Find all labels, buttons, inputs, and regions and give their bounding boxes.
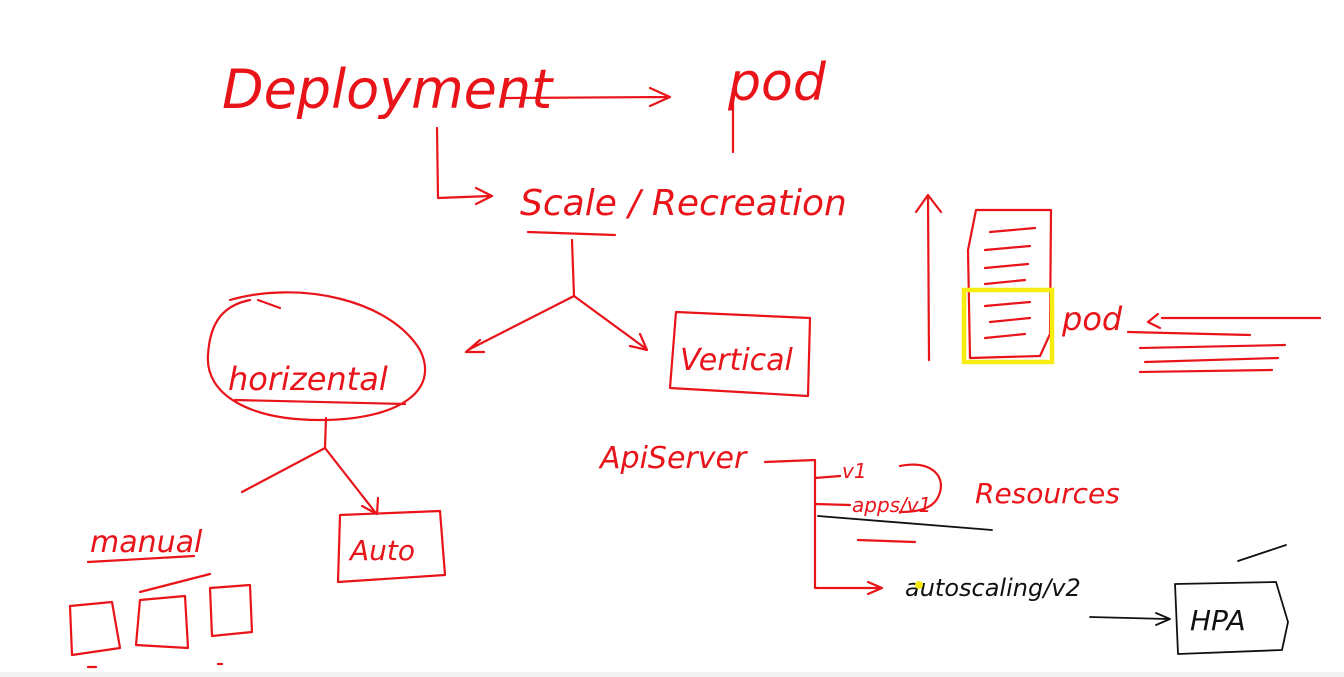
manual-pod-1 [68, 600, 122, 657]
apps-v1-label: apps/v1 [852, 493, 931, 517]
horizontal-underline [233, 398, 407, 406]
vertical-label: Vertical [680, 343, 794, 378]
horizontal-to-auto-arrow [323, 446, 380, 516]
horizontal-circle [206, 291, 427, 422]
apiserver-line [763, 458, 884, 596]
scale-up-arrow [914, 193, 943, 362]
auto-label: Auto [348, 534, 415, 567]
pod-right-label: pod [1061, 300, 1123, 338]
resources-label: Resources [975, 477, 1120, 510]
scale-label: Scale / Recreation [520, 183, 847, 224]
branch-to-vertical-arrow [572, 294, 649, 352]
deployment-to-scale-arrow [435, 126, 494, 206]
v1-label: v1 [842, 459, 867, 483]
vertical-box [668, 310, 812, 398]
horizontal-branch-stem [323, 416, 328, 450]
horizontal-to-manual-line [240, 446, 327, 494]
deployment-label: Deployment [222, 58, 554, 121]
scale-underline [526, 230, 617, 237]
incoming-requests [1126, 312, 1322, 374]
horizontal-label: horizental [228, 360, 388, 398]
deployment-to-pod-arrow [503, 86, 672, 108]
apiserver-label: ApiServer [598, 441, 748, 476]
auto-box [336, 509, 447, 584]
highlighted-pod-box [961, 287, 1055, 365]
branch-to-horizontal-arrow [464, 294, 576, 354]
manual-pod-2 [134, 594, 190, 650]
pod-stack [966, 208, 1053, 360]
apiserver-to-apps-v1 [813, 502, 852, 507]
manual-pods-link [138, 572, 212, 594]
manual-pod-3 [208, 583, 254, 638]
manual-label: manual [90, 525, 203, 560]
apiserver-to-v1 [813, 474, 842, 480]
autoscaling-label: autoscaling/v2 [905, 574, 1081, 602]
bottom-edge [0, 672, 1344, 677]
manual-underline [86, 554, 196, 564]
resources-brace [898, 463, 943, 514]
checkmark-stroke [1237, 544, 1287, 562]
hpa-label: HPA [1190, 604, 1246, 637]
apps-v1-strike [817, 515, 993, 531]
hpa-box [1174, 581, 1289, 655]
apps-v1-underline [856, 538, 917, 544]
autoscaling-to-hpa-arrow [1089, 612, 1171, 626]
cursor-dot [915, 581, 923, 589]
pod-stack-lines [983, 226, 1037, 340]
scale-branch-stem [570, 238, 576, 298]
pod-top-label: pod [727, 53, 827, 113]
manual-pods-tail [86, 662, 224, 669]
